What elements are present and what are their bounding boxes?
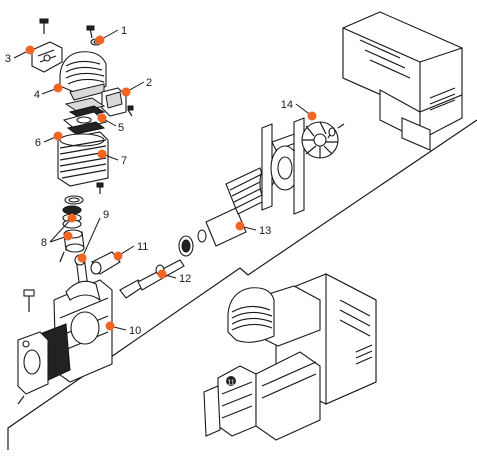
callout-dot-4 <box>53 83 63 93</box>
callout-dot-1 <box>95 35 105 45</box>
callout-dot-9 <box>77 253 87 263</box>
callout-label-1: 1 <box>121 25 127 37</box>
valve-plate-part-3 <box>31 41 63 73</box>
bearing <box>178 229 207 257</box>
screw-top <box>39 18 49 34</box>
callout-dot-2 <box>121 87 131 97</box>
callout-label-8: 8 <box>41 237 47 249</box>
callout-dot-6 <box>53 131 63 141</box>
callout-label-12: 12 <box>179 273 191 285</box>
cooling-fan-part-14 <box>301 121 345 159</box>
callout-dot-13 <box>235 221 245 231</box>
callout-dot-11 <box>113 251 123 261</box>
callout-leader-9 <box>81 217 101 259</box>
callout-label-7: 7 <box>121 155 127 167</box>
motor-rotor-part-13 <box>205 167 275 247</box>
valve-gasket-stack-part-5 <box>62 97 108 135</box>
callout-dot-7 <box>97 149 107 159</box>
callout-label-5: 5 <box>118 122 124 134</box>
callout-label-11: 11 <box>137 241 148 253</box>
assembled-compressor <box>203 273 377 441</box>
compressor-housing <box>342 11 463 151</box>
callout-label-3: 3 <box>5 53 11 65</box>
piston-rings-part-8 <box>62 195 85 253</box>
callout-label-9: 9 <box>103 209 109 221</box>
callout-dot-8-secondary <box>67 213 77 223</box>
callout-label-14: 14 <box>281 99 293 111</box>
cylinder-head-part-4 <box>59 51 107 101</box>
bushing-part-11 <box>90 251 121 275</box>
assembled-callout-badge-label: 11 <box>227 380 234 387</box>
side-cover <box>17 323 71 405</box>
crankshaft-part-12 <box>119 259 185 299</box>
callout-dot-5 <box>97 113 107 123</box>
bolt <box>23 289 35 312</box>
callout-dot-10 <box>105 321 115 331</box>
section-divider-line <box>7 119 477 450</box>
end-bracket <box>261 117 305 215</box>
callout-label-6: 6 <box>35 137 41 149</box>
callout-dot-3 <box>25 45 35 55</box>
cylinder-part-7 <box>57 131 109 194</box>
assembled-callout-badge <box>226 376 236 386</box>
callout-dot-12 <box>157 269 167 279</box>
callout-leader-8-secondary <box>49 217 73 243</box>
callout-label-13: 13 <box>259 225 271 237</box>
callout-dot-8 <box>63 231 73 241</box>
callout-label-10: 10 <box>129 325 141 337</box>
callout-label-4: 4 <box>34 89 40 101</box>
reed-block-part-2 <box>101 87 134 117</box>
callout-dot-14 <box>307 111 317 121</box>
callout-label-2: 2 <box>146 77 152 89</box>
